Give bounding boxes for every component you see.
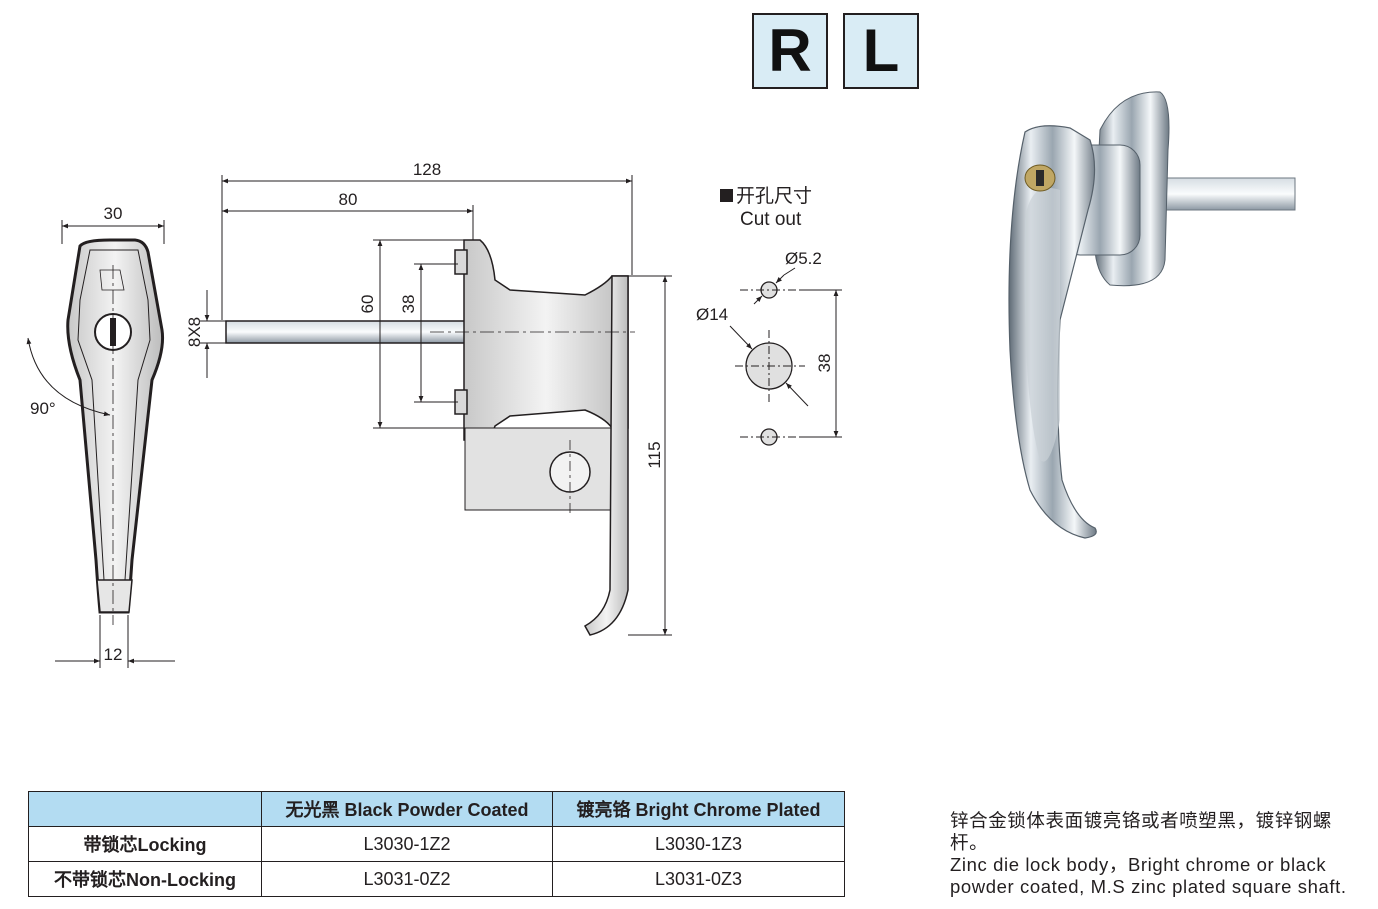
description-en: Zinc die lock body，Bright chrome or blac… [950,854,1347,897]
table-header-black: 无光黑 Black Powder Coated [261,791,553,827]
shaft-square-label: 8X8 [185,317,204,347]
table-header-chrome: 镀亮铬 Bright Chrome Plated [552,791,845,827]
shaft-length-label: 80 [339,190,358,209]
cell-non-locking-chrome: L3031-0Z3 [552,861,845,897]
cell-non-locking-black: L3031-0Z2 [261,861,553,897]
cutout-spacing-label: 38 [815,354,834,373]
side-view-dimensions: 128 80 8X8 60 38 115 [185,160,672,636]
handle-height-label: 115 [645,441,664,468]
cutout-title: 开孔尺寸 Cut out [720,185,812,231]
table-header-row: 无光黑 Black Powder Coated 镀亮铬 Bright Chrom… [28,791,845,827]
left-hand-badge: L [843,13,919,89]
overall-length-label: 128 [413,160,441,179]
front-view-dimensions: 30 90° 12 [26,204,175,668]
product-photo [1008,91,1296,539]
row-label-locking: 带锁芯Locking [28,826,262,862]
description-cn: 锌合金锁体表面镀亮铬或者喷塑黑，镀锌钢螺杆。 [950,810,1333,853]
cutout-diagram [729,267,842,446]
small-hole-label: Ø5.2 [785,249,822,268]
angle-label: 90° [30,399,56,418]
cell-locking-chrome: L3030-1Z3 [552,826,845,862]
square-bullet-icon [720,189,733,202]
side-view [225,239,635,636]
specification-table: 无光黑 Black Powder Coated 镀亮铬 Bright Chrom… [28,791,845,897]
table-row: 带锁芯Locking L3030-1Z2 L3030-1Z3 [28,826,845,862]
cell-locking-black: L3030-1Z2 [261,826,553,862]
front-view [66,238,164,625]
front-width-label: 30 [104,204,123,223]
right-hand-badge: R [752,13,828,89]
bottom-width-label: 12 [104,645,123,664]
table-row: 不带锁芯Non-Locking L3031-0Z2 L3031-0Z3 [28,861,845,897]
hole-spacing-label: 38 [399,295,418,314]
cutout-title-cn: 开孔尺寸 [736,186,813,207]
large-hole-label: Ø14 [696,305,728,324]
table-header-empty [28,791,262,827]
mount-height-label: 60 [358,295,377,314]
cutout-title-en: Cut out [740,209,802,230]
row-label-non-locking: 不带锁芯Non-Locking [28,861,262,897]
product-description: 锌合金锁体表面镀亮铬或者喷塑黑，镀锌钢螺杆。 Zinc die lock bod… [950,810,1370,898]
cutout-dimensions: Ø5.2 Ø14 38 [696,249,834,372]
